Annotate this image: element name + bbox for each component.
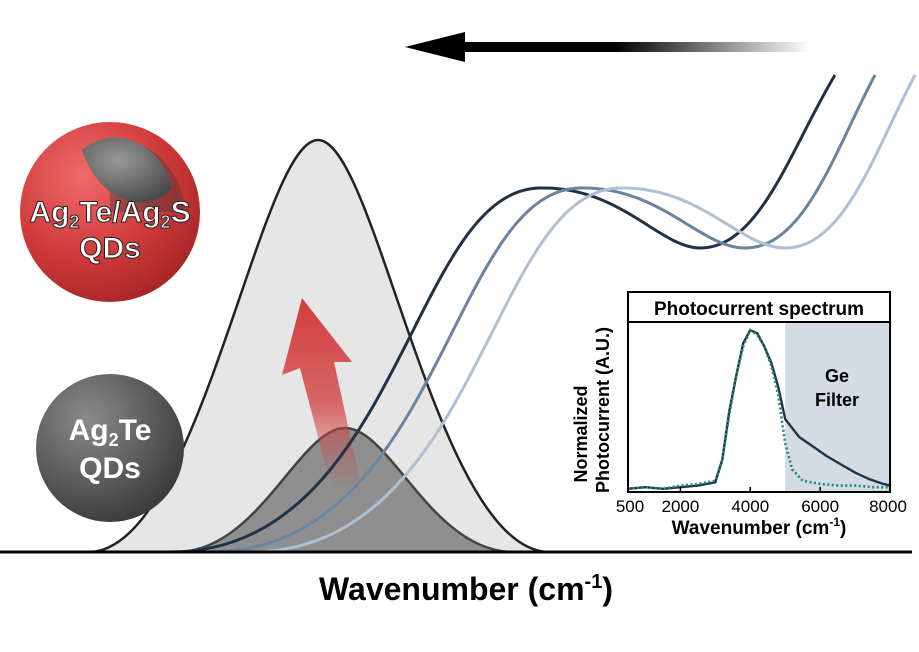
inset-series-2-line bbox=[628, 328, 890, 491]
core-label: Ag2Te bbox=[69, 414, 152, 450]
inset-x-tick-label: 6000 bbox=[801, 497, 839, 516]
inset-chart: Photocurrent spectrum Ge Filter 500 2000 4… bbox=[571, 291, 907, 539]
inset-frame bbox=[627, 291, 891, 493]
inset-y-label-line1: Normalized bbox=[571, 385, 591, 482]
main-axis-label: Wavenumber (cm-1) bbox=[319, 571, 613, 607]
inset-title: Photocurrent spectrum bbox=[654, 299, 864, 320]
core-shell-particle: Ag2Te/Ag2S QDs bbox=[20, 122, 200, 302]
inset-x-label: Wavenumber (cm-1) bbox=[672, 515, 847, 539]
core-shell-label: Ag2Te/Ag2S bbox=[29, 196, 190, 232]
inset-x-tick-label: 4000 bbox=[731, 497, 769, 516]
core-particle: Ag2Te QDs bbox=[36, 374, 184, 522]
direction-arrow bbox=[405, 32, 810, 62]
inset-x-tick-label: 500 bbox=[616, 497, 644, 516]
inset-x-tick-label: 8000 bbox=[869, 497, 907, 516]
absorption-curve-light bbox=[249, 74, 917, 554]
inset-x-tick-label: 2000 bbox=[661, 497, 699, 516]
core-qds-label: QDs bbox=[79, 452, 141, 485]
filter-label-line1: Ge bbox=[825, 366, 849, 386]
growth-arrow bbox=[282, 298, 362, 490]
filter-label-line2: Filter bbox=[815, 390, 859, 410]
core-shell-qds-label: QDs bbox=[79, 232, 141, 265]
inset-y-label-line2: Photocurrent (A.U.) bbox=[593, 327, 613, 493]
